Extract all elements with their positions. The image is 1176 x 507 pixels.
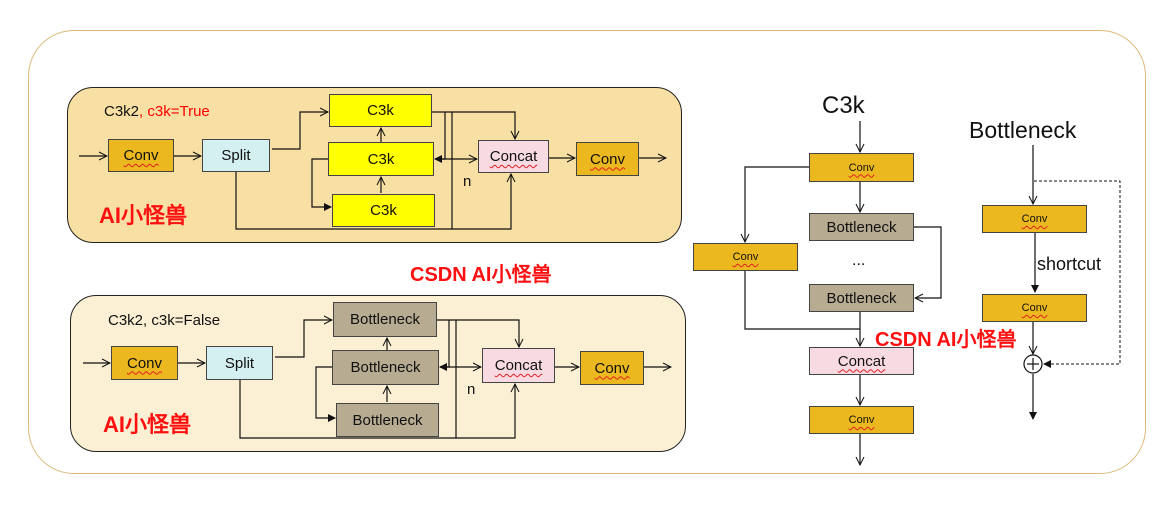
conv-out-label: Conv xyxy=(594,359,630,377)
bottleneck-label: Bottleneck xyxy=(826,289,897,307)
conv-label: Conv xyxy=(848,161,875,174)
bottleneck-block-2: Bottleneck xyxy=(332,350,439,385)
block-label: Bottleneck xyxy=(350,359,421,376)
conv-out-label: Conv xyxy=(589,150,626,168)
block-label: C3k xyxy=(370,202,397,219)
c3k-block-1: C3k xyxy=(329,94,432,127)
repeat-n-label-false: n xyxy=(467,381,476,398)
title-c3k2-true: C3k2, c3k=True xyxy=(104,103,210,120)
concat-label: Concat xyxy=(489,148,538,165)
c3k-bottleneck-2: Bottleneck xyxy=(809,284,914,312)
concat-label: Concat xyxy=(837,352,886,370)
split-label: Split xyxy=(221,147,251,164)
conv-in-box-true: Conv xyxy=(108,139,174,172)
c3k-concat: Concat xyxy=(809,347,914,375)
watermark-top: AI小怪兽 xyxy=(99,203,188,228)
block-label: Bottleneck xyxy=(352,411,423,429)
bottleneck-conv-1: Conv xyxy=(982,205,1087,233)
concat-box-false: Concat xyxy=(482,348,555,383)
repeat-n-label-true: n xyxy=(463,173,472,190)
title-suffix: , c3k=True xyxy=(139,103,210,120)
conv-in-box-false: Conv xyxy=(111,346,178,380)
conv-label: Conv xyxy=(848,414,875,426)
shortcut-label: shortcut xyxy=(1037,254,1102,274)
conv-in-label: Conv xyxy=(126,354,163,372)
block-label: C3k xyxy=(367,150,395,168)
conv-out-box-false: Conv xyxy=(580,351,644,385)
conv-label: Conv xyxy=(1021,213,1048,225)
split-label: Split xyxy=(224,354,255,372)
watermark-right: CSDN AI小怪兽 xyxy=(875,329,1017,351)
title-c3k2-false: C3k2, c3k=False xyxy=(108,312,221,329)
title-prefix: C3k2 xyxy=(104,103,140,120)
c3k-block-3: C3k xyxy=(332,194,435,227)
bottleneck-conv-2: Conv xyxy=(982,294,1087,322)
c3k-conv-top: Conv xyxy=(809,153,914,182)
bottleneck-block-1: Bottleneck xyxy=(333,302,437,337)
c3k-conv-side: Conv xyxy=(693,243,798,271)
concat-label: Concat xyxy=(494,357,543,374)
bottleneck-detail-title: Bottleneck xyxy=(969,117,1077,143)
c3k-ellipsis: ... xyxy=(852,252,866,269)
conv-in-label: Conv xyxy=(123,147,159,164)
watermark-center: CSDN AI小怪兽 xyxy=(410,264,552,286)
c3k-conv-out: Conv xyxy=(809,406,914,434)
conv-out-box-true: Conv xyxy=(576,142,639,176)
block-label: C3k xyxy=(367,102,394,119)
concat-box-true: Concat xyxy=(478,140,549,173)
conv-label: Conv xyxy=(1021,302,1048,314)
bottleneck-block-3: Bottleneck xyxy=(336,403,439,437)
c3k-block-2: C3k xyxy=(328,142,434,176)
c3k-bottleneck-1: Bottleneck xyxy=(809,213,914,241)
bottleneck-label: Bottleneck xyxy=(826,218,897,236)
outer-frame xyxy=(28,30,1146,474)
split-box-false: Split xyxy=(206,346,273,380)
block-label: Bottleneck xyxy=(349,311,421,328)
conv-label: Conv xyxy=(732,251,759,263)
watermark-bottom: AI小怪兽 xyxy=(103,412,192,437)
c3k-detail-title: C3k xyxy=(822,92,865,119)
split-box-true: Split xyxy=(202,139,270,172)
